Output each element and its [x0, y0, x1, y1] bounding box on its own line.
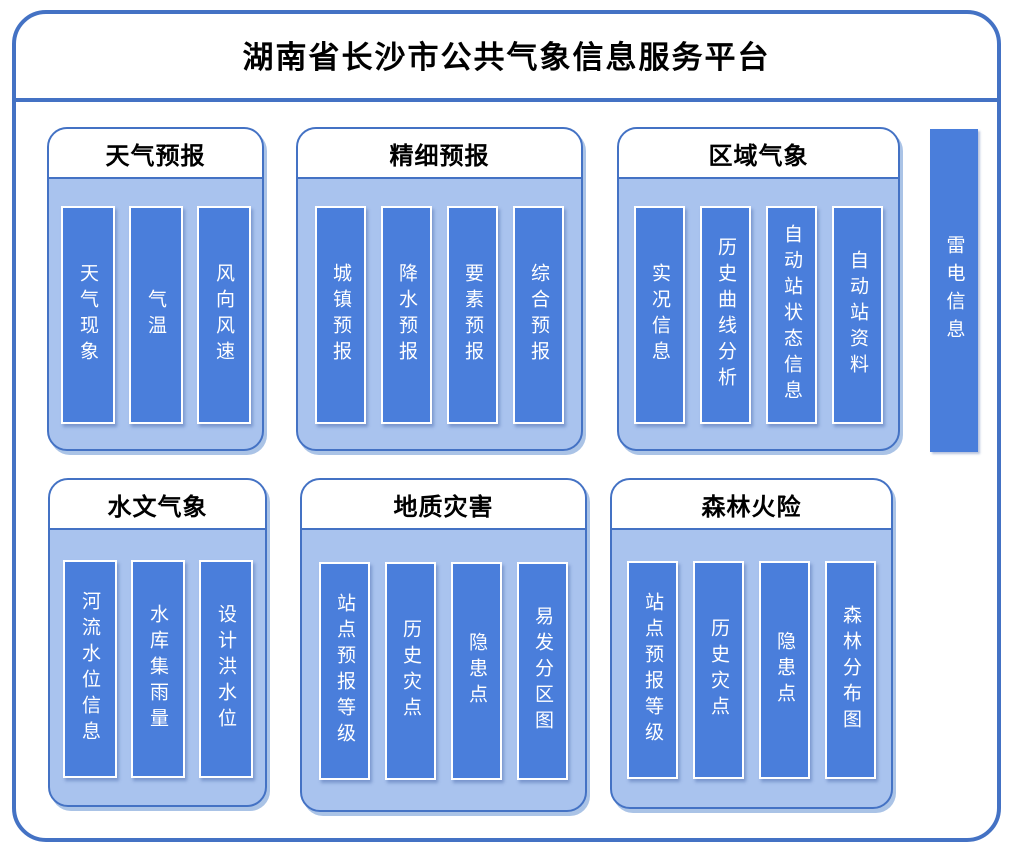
group-weather-forecast: 天气预报 天气现象 气温 风向风速	[47, 127, 264, 451]
group-fine-forecast: 精细预报 城镇预报 降水预报 要素预报 综合预报	[296, 127, 583, 451]
item-label: 自动站状态信息	[781, 224, 802, 406]
item-label: 隐患点	[466, 632, 487, 710]
item-label: 要素预报	[462, 263, 483, 367]
item-bar: 降水预报	[381, 206, 432, 424]
item-label: 历史曲线分析	[715, 237, 736, 393]
item-label: 设计洪水位	[215, 603, 236, 734]
item-label: 水库集雨量	[147, 603, 168, 734]
item-bar: 历史灾点	[385, 562, 436, 780]
group-title: 地质灾害	[302, 480, 585, 530]
group-body: 站点预报等级 历史灾点 隐患点 森林分布图	[612, 532, 891, 807]
page-title: 湖南省长沙市公共气象信息服务平台	[242, 40, 771, 75]
group-hydrology-weather: 水文气象 河流水位信息 水库集雨量 设计洪水位	[48, 478, 267, 807]
lightning-info-bar: 雷电信息	[930, 129, 978, 452]
item-bar: 隐患点	[451, 562, 502, 780]
item-bar: 要素预报	[447, 206, 498, 424]
item-bar: 隐患点	[759, 560, 810, 779]
item-bar: 天气现象	[60, 206, 115, 424]
item-label: 易发分区图	[532, 606, 553, 736]
group-geological-disaster: 地质灾害 站点预报等级 历史灾点 隐患点 易发分区图	[300, 478, 587, 812]
group-body: 实况信息 历史曲线分析 自动站状态信息 自动站资料	[619, 181, 898, 449]
group-body: 天气现象 气温 风向风速	[49, 181, 262, 449]
item-bar: 自动站状态信息	[766, 206, 817, 424]
item-label: 自动站资料	[847, 250, 868, 380]
item-bar: 森林分布图	[825, 560, 876, 779]
item-bar: 设计洪水位	[198, 559, 253, 778]
item-label: 风向风速	[213, 263, 234, 367]
item-bar: 城镇预报	[315, 206, 366, 424]
item-label: 站点预报等级	[334, 593, 355, 749]
group-regional-weather: 区域气象 实况信息 历史曲线分析 自动站状态信息 自动站资料	[617, 127, 900, 451]
group-title: 区域气象	[619, 129, 898, 179]
item-label: 森林分布图	[840, 604, 861, 735]
group-title: 森林火险	[612, 480, 891, 530]
item-bar: 风向风速	[196, 206, 251, 424]
group-title: 天气预报	[49, 129, 262, 179]
title-divider	[16, 98, 997, 102]
lightning-info-label: 雷电信息	[943, 234, 965, 347]
item-label: 站点预报等级	[642, 591, 663, 748]
item-bar: 自动站资料	[832, 206, 883, 424]
item-label: 综合预报	[528, 263, 549, 367]
item-bar: 站点预报等级	[627, 560, 678, 779]
item-label: 城镇预报	[330, 263, 351, 367]
item-label: 降水预报	[396, 263, 417, 367]
group-title: 精细预报	[298, 129, 581, 179]
item-label: 气温	[145, 289, 166, 341]
group-body: 站点预报等级 历史灾点 隐患点 易发分区图	[302, 532, 585, 810]
item-label: 历史灾点	[400, 619, 421, 723]
item-label: 历史灾点	[708, 617, 729, 722]
item-bar: 综合预报	[513, 206, 564, 424]
item-bar: 易发分区图	[517, 562, 568, 780]
item-bar: 水库集雨量	[130, 559, 185, 778]
item-label: 天气现象	[77, 263, 98, 367]
item-bar: 站点预报等级	[319, 562, 370, 780]
group-forest-fire-risk: 森林火险 站点预报等级 历史灾点 隐患点 森林分布图	[610, 478, 893, 809]
item-label: 河流水位信息	[79, 590, 100, 747]
platform-frame: 湖南省长沙市公共气象信息服务平台 天气预报 天气现象 气温 风向风速 精细预报 …	[12, 10, 1001, 842]
item-bar: 实况信息	[634, 206, 685, 424]
item-label: 实况信息	[649, 263, 670, 367]
group-body: 城镇预报 降水预报 要素预报 综合预报	[298, 181, 581, 449]
item-bar: 历史灾点	[693, 560, 744, 779]
item-bar: 气温	[128, 206, 183, 424]
item-bar: 历史曲线分析	[700, 206, 751, 424]
item-bar: 河流水位信息	[62, 559, 117, 778]
item-label: 隐患点	[774, 630, 795, 709]
group-body: 河流水位信息 水库集雨量 设计洪水位	[50, 532, 265, 805]
group-title: 水文气象	[50, 480, 265, 530]
